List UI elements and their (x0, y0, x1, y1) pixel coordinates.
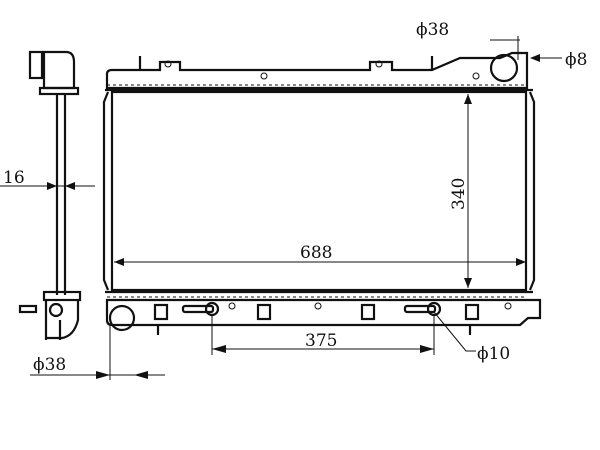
label-cap-diameter: ϕ8 (565, 50, 587, 70)
top-tank (105, 51, 533, 92)
label-core-thickness: 16 (3, 168, 25, 188)
label-core-height: 340 (449, 178, 469, 210)
label-fitting-spacing: 375 (305, 331, 337, 351)
label-top-inlet-diameter: ϕ38 (416, 20, 449, 40)
side-view (18, 50, 82, 340)
label-fitting-diameter: ϕ10 (477, 344, 510, 364)
bottom-tank (105, 290, 542, 335)
label-core-width: 688 (300, 243, 332, 263)
label-bottom-outlet-diameter: ϕ38 (33, 355, 66, 375)
dimension-lines (0, 36, 562, 380)
core (102, 90, 536, 292)
